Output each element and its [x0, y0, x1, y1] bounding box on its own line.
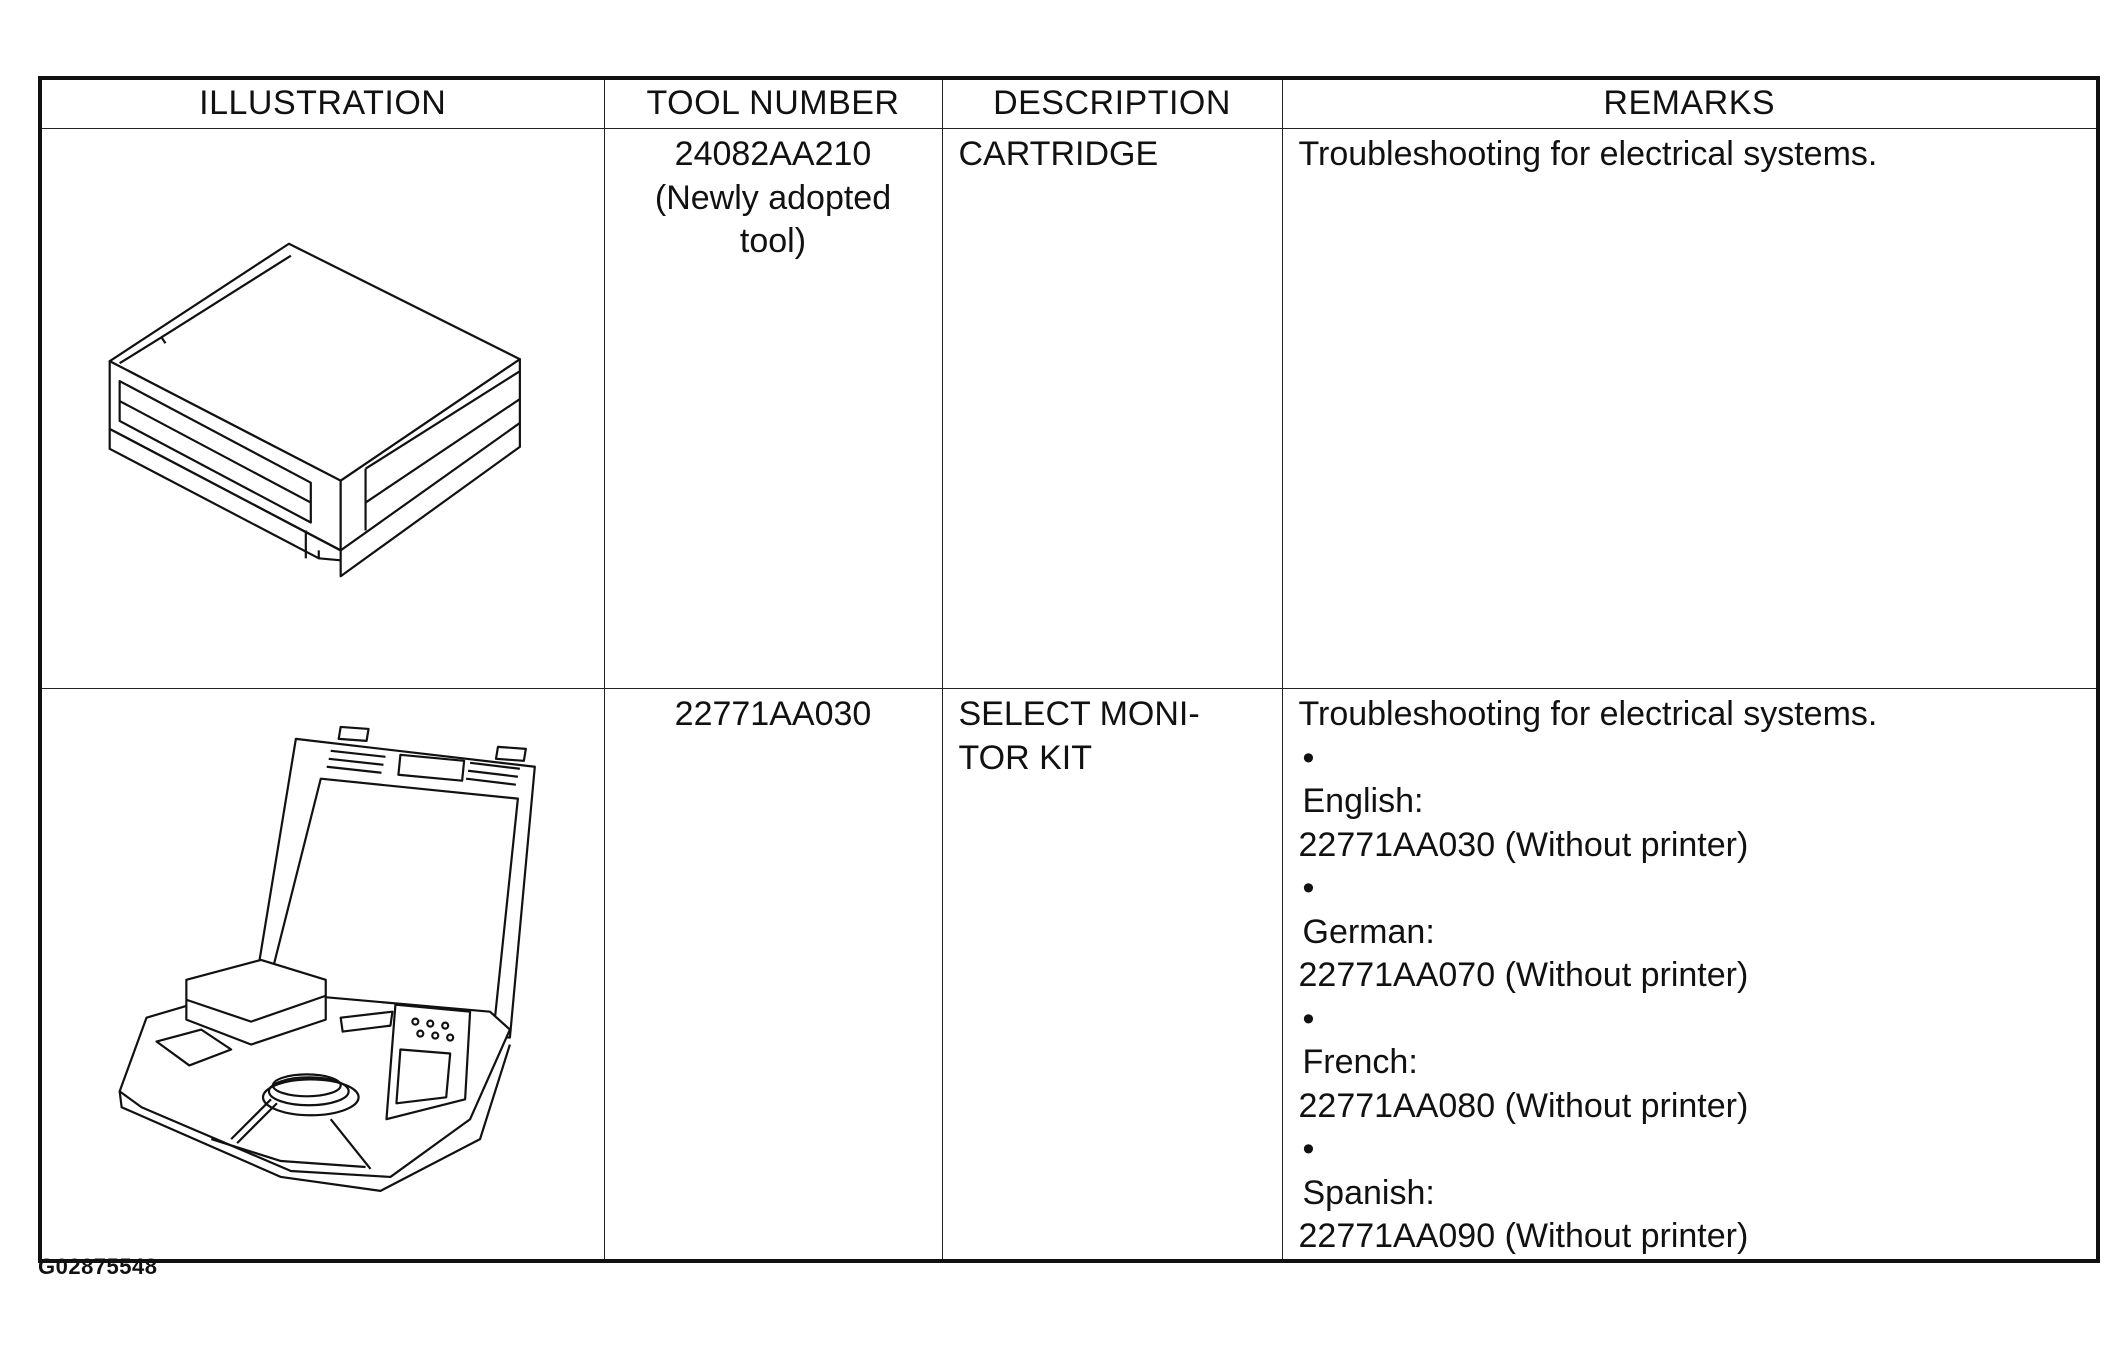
- tool-number: 22771AA030: [674, 695, 872, 733]
- remarks-cell: Troubleshooting for electrical systems.: [1281, 128, 2099, 689]
- tool-number-cell: 22771AA030: [603, 687, 943, 1262]
- variant-code: 22771AA080 (Without printer): [1298, 1086, 1749, 1125]
- description-text: TOR KIT: [958, 738, 1093, 777]
- table-row: 22771AA030 SELECT MONI- TOR KIT Troubles…: [39, 687, 2099, 1262]
- remarks-cell: Troubleshooting for electrical systems. …: [1281, 687, 2099, 1262]
- variant-language: English:: [1302, 782, 1424, 821]
- cartridge-icon: [108, 242, 521, 578]
- monitor-kit-case-icon: [118, 725, 536, 1192]
- tool-number-note: tool): [739, 222, 807, 261]
- header-row: ILLUSTRATION TOOL NUMBER DESCRIPTION REM…: [39, 77, 2099, 129]
- tool-number-note: (Newly adopted: [654, 178, 892, 217]
- variant-code: 22771AA090 (Without printer): [1298, 1217, 1749, 1256]
- variant-code: 22771AA030 (Without printer): [1298, 825, 1749, 864]
- table-row: 24082AA210 (Newly adopted tool) CARTRIDG…: [39, 128, 2099, 689]
- list-item: • Spanish:: [1299, 1128, 2097, 1215]
- header-remarks: REMARKS: [1281, 77, 2099, 129]
- figure-code: G02875548: [38, 1254, 158, 1279]
- description-cell: CARTRIDGE: [941, 128, 1283, 689]
- header-illustration: ILLUSTRATION: [39, 77, 605, 129]
- description-text: CARTRIDGE: [958, 135, 1159, 173]
- bullet-icon: •: [1302, 869, 1315, 908]
- variant-language: Spanish:: [1302, 1173, 1435, 1212]
- header-description: DESCRIPTION: [941, 77, 1283, 129]
- remarks-intro: Troubleshooting for electrical systems.: [1298, 135, 1878, 173]
- variant-code: 22771AA070 (Without printer): [1298, 956, 1749, 995]
- header-tool-number: TOOL NUMBER: [603, 77, 943, 129]
- list-item: • English:: [1299, 737, 2097, 824]
- bullet-icon: •: [1302, 738, 1315, 777]
- description-cell: SELECT MONI- TOR KIT: [941, 687, 1283, 1262]
- list-item: • German:: [1299, 867, 2097, 954]
- tool-number-cell: 24082AA210 (Newly adopted tool): [603, 128, 943, 689]
- variant-language: French:: [1302, 1043, 1418, 1082]
- tool-number: 24082AA210: [674, 135, 872, 173]
- illustration-cell: [39, 687, 605, 1262]
- description-text: SELECT MONI-: [958, 695, 1200, 733]
- illustration-cell: [39, 128, 605, 689]
- variant-language: German:: [1302, 912, 1435, 951]
- list-item: • French:: [1299, 998, 2097, 1085]
- remarks-intro: Troubleshooting for electrical systems.: [1298, 695, 1878, 733]
- bullet-icon: •: [1302, 1130, 1315, 1169]
- special-tools-table: ILLUSTRATION TOOL NUMBER DESCRIPTION REM…: [38, 76, 2100, 1263]
- bullet-icon: •: [1302, 999, 1315, 1038]
